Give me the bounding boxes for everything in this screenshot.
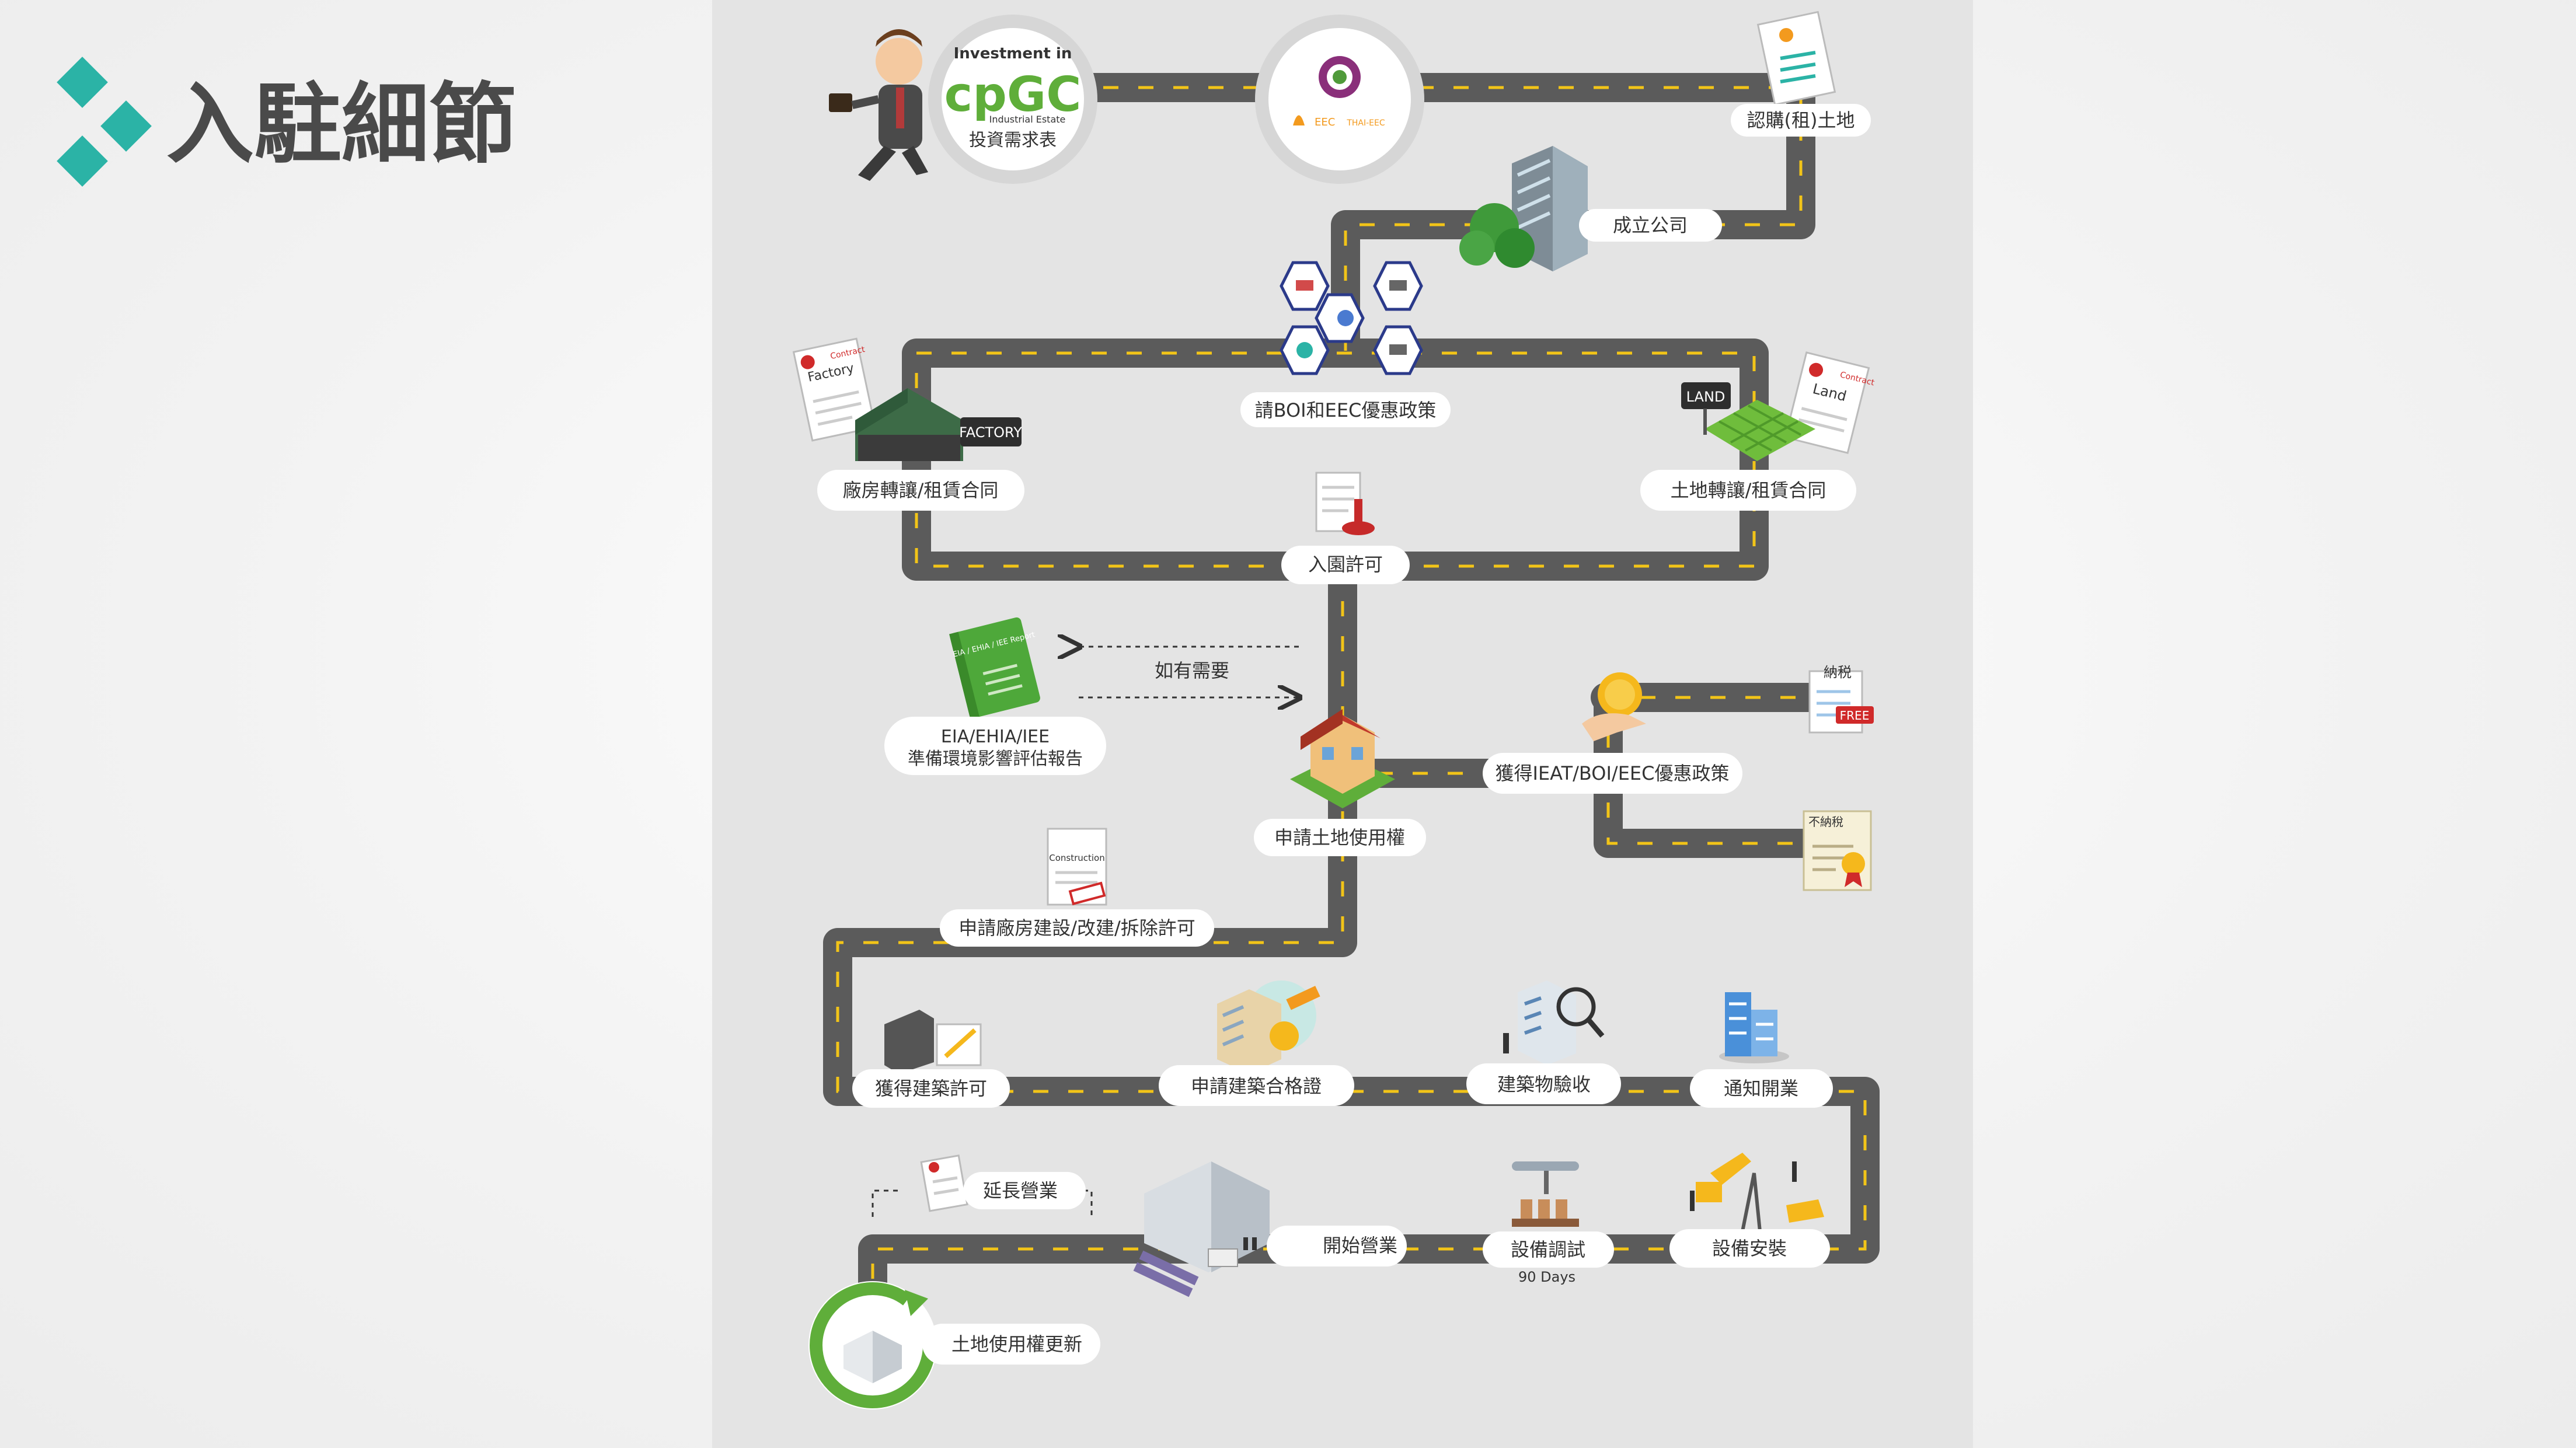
pill-boi-eec: 請BOI和EEC優惠政策	[1240, 392, 1451, 427]
start-label: 投資需求表	[969, 130, 1057, 151]
step-inspection: 建築物驗收	[1497, 1073, 1591, 1095]
businessman-icon	[829, 29, 928, 181]
step-land-contract: 土地轉讓/租賃合同	[1671, 479, 1826, 501]
cpgc-logo-text: cpGC	[944, 67, 1082, 123]
eec-left-text: EEC	[1315, 116, 1335, 128]
tax-text: 納税	[1824, 664, 1852, 681]
diamond-top	[57, 57, 108, 108]
land-sign-text: LAND	[1686, 389, 1726, 405]
pill-ieat-policy: 獲得IEAT/BOI/EEC優惠政策	[1483, 753, 1742, 794]
pill-install: 設備安裝	[1669, 1229, 1830, 1268]
title-logo	[57, 57, 152, 187]
pill-notify-open: 通知開業	[1690, 1069, 1833, 1108]
step-install: 設備安裝	[1712, 1237, 1787, 1259]
pill-factory-contract: 廠房轉讓/租賃合同	[817, 470, 1024, 511]
factory-sign-text: FACTORY	[959, 424, 1022, 441]
investment-in-text: Investment in	[954, 45, 1072, 62]
if-needed-text: 如有需要	[1155, 660, 1229, 682]
tax-document-icon: 納税 FREE	[1808, 664, 1874, 734]
tall-building-icon	[1719, 992, 1789, 1063]
step-notify-open: 通知開業	[1724, 1077, 1798, 1100]
pill-buy-land: 認購(租)土地	[1731, 104, 1871, 137]
pill-land-use: 申請土地使用權	[1254, 819, 1426, 856]
coin-hand-icon	[1582, 672, 1646, 741]
step-build-permit-apply: 申請廠房建設/改建/拆除許可	[958, 917, 1195, 939]
step-eia-line2: 準備環境影響評估報告	[908, 749, 1083, 769]
building-inspection-icon	[1503, 981, 1605, 1065]
step-commissioning: 設備調試	[1511, 1238, 1585, 1261]
step-extend: 延長營業	[983, 1180, 1058, 1202]
step-start-business: 開始營業	[1323, 1234, 1397, 1257]
eec-logo-badge: EEC THAI-EEC	[1255, 15, 1424, 184]
pill-build-cert: 申請建築合格證	[1159, 1065, 1354, 1106]
blueprint-permit-icon	[884, 1010, 982, 1074]
equipment-installation-icon	[1690, 1153, 1824, 1233]
construction-text: Construction	[1049, 853, 1105, 863]
hexagon-cluster-icon	[1280, 261, 1423, 375]
pill-build-permit-get: 獲得建築許可	[852, 1069, 1010, 1108]
extend-document-icon	[920, 1154, 968, 1212]
step-estate-permit: 入園許可	[1308, 553, 1383, 575]
step-buy-land: 認購(租)土地	[1747, 109, 1855, 131]
step-boi-eec: 請BOI和EEC優惠政策	[1255, 399, 1437, 421]
no-tax-text: 不納稅	[1808, 815, 1843, 829]
renewal-cycle-icon	[808, 1281, 937, 1409]
diamond-right	[100, 100, 152, 152]
land-plot-icon: LAND	[1681, 382, 1815, 461]
step-eia-line1: EIA/EHIA/IEE	[941, 727, 1050, 747]
step-build-cert: 申請建築合格證	[1191, 1075, 1322, 1097]
start-badge: Investment in cpGC Industrial Estate 投資需…	[928, 15, 1097, 184]
free-text: FREE	[1840, 709, 1870, 723]
eia-report-book-icon: EIA / EHIA / IEE Report	[949, 617, 1040, 719]
step-build-permit-get: 獲得建築許可	[875, 1077, 987, 1100]
cpgc-logo-sub: Industrial Estate	[989, 114, 1066, 125]
step-factory-contract: 廠房轉讓/租賃合同	[843, 479, 999, 501]
pill-commissioning: 設備調試	[1483, 1231, 1614, 1268]
land-document-icon	[1756, 11, 1836, 106]
construction-document-icon: Construction	[1047, 828, 1107, 906]
pill-eia: EIA/EHIA/IEE 準備環境影響評估報告	[884, 717, 1106, 775]
step-land-use: 申請土地使用權	[1274, 826, 1405, 849]
certified-building-icon	[1217, 981, 1320, 1074]
factory-complex-icon	[1133, 1161, 1270, 1297]
pill-inspection: 建築物驗收	[1466, 1063, 1621, 1104]
office-building-icon	[1459, 146, 1588, 271]
eec-right-text: THAI-EEC	[1346, 118, 1385, 128]
pill-land-contract: 土地轉讓/租賃合同	[1640, 470, 1856, 511]
pill-build-permit-apply: 申請廠房建設/改建/拆除許可	[940, 909, 1214, 947]
pill-renew: 土地使用權更新	[922, 1324, 1100, 1365]
factory-contract-icon: Contract Factory	[792, 337, 877, 442]
pill-start-business: 開始營業	[1267, 1226, 1407, 1266]
factory-icon: FACTORY	[855, 388, 1022, 461]
machine-commissioning-icon	[1512, 1161, 1579, 1227]
pill-extend: 延長營業	[963, 1172, 1086, 1209]
no-tax-certificate-icon: 不納稅	[1803, 810, 1872, 891]
page-title: 入駐細節	[166, 74, 517, 176]
diamond-bottom	[57, 135, 108, 187]
step-set-company: 成立公司	[1613, 214, 1688, 236]
house-icon	[1290, 709, 1395, 808]
pill-estate-permit: 入園許可	[1281, 546, 1410, 584]
step-ninety-days: 90 Days	[1518, 1269, 1575, 1285]
permit-stamp-icon	[1315, 472, 1375, 535]
step-ieat-policy: 獲得IEAT/BOI/EEC優惠政策	[1496, 762, 1730, 784]
pill-set-company: 成立公司	[1579, 209, 1722, 242]
step-renew: 土地使用權更新	[951, 1333, 1082, 1355]
